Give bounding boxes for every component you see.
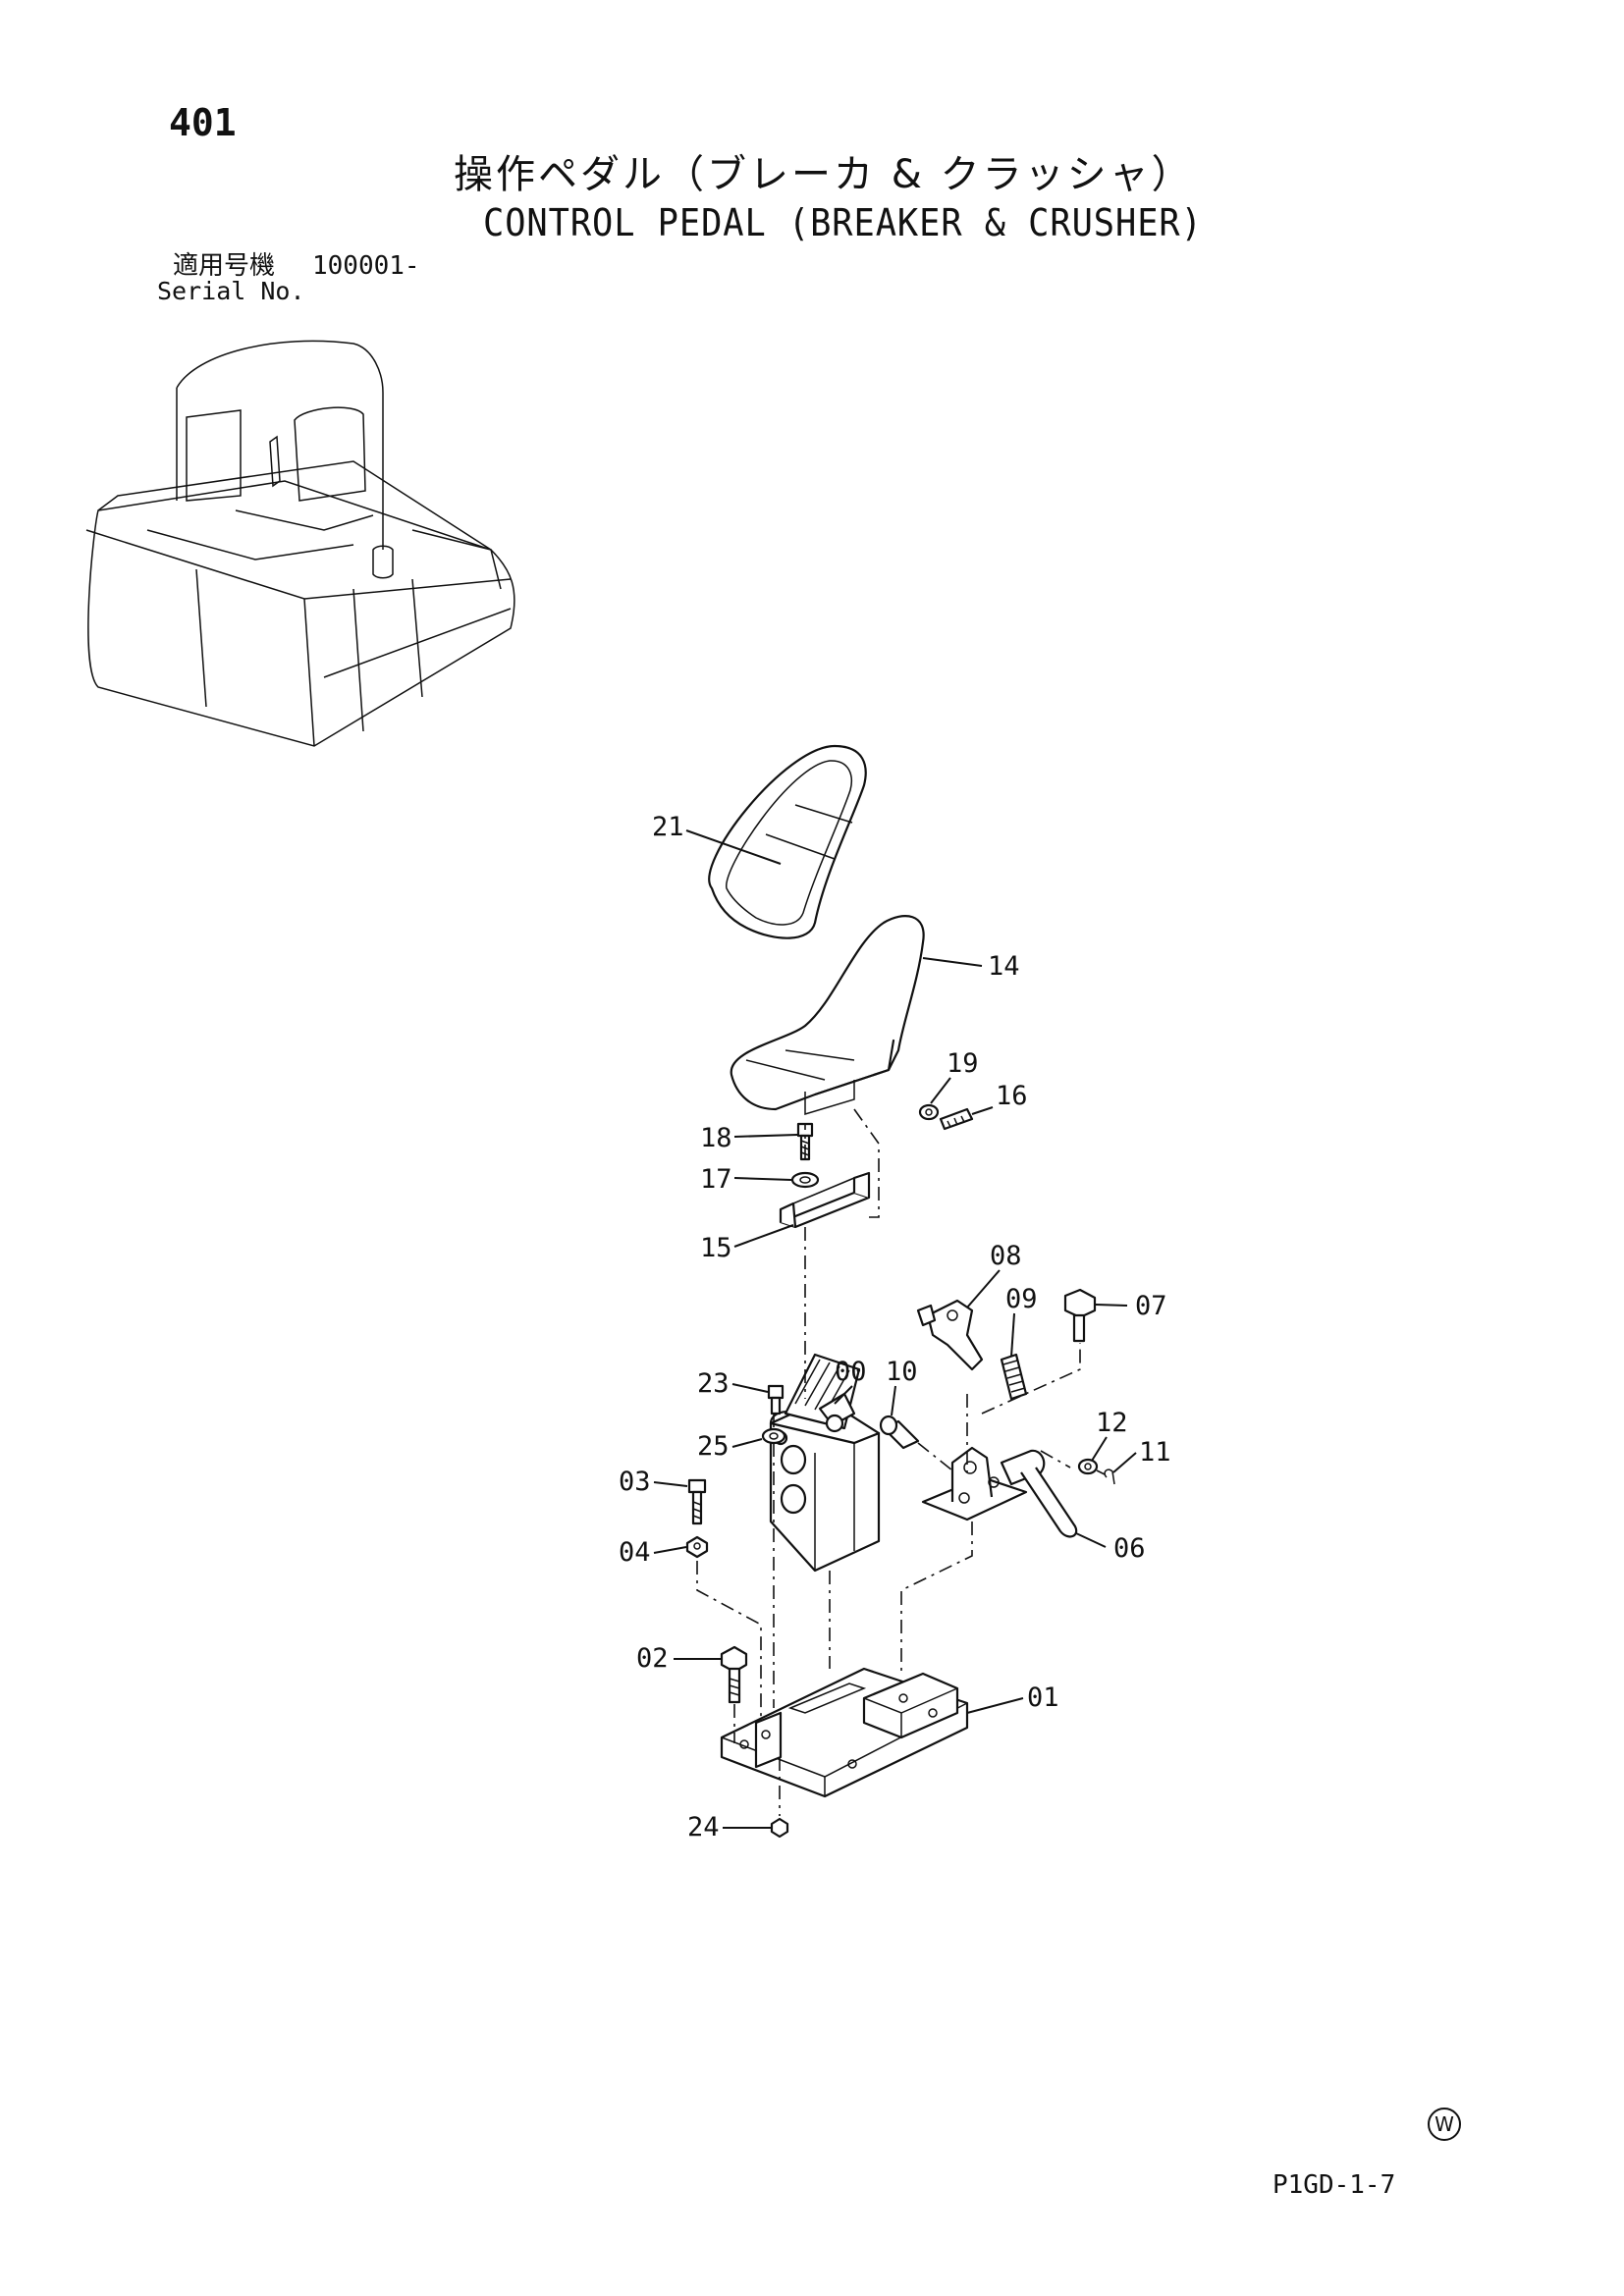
callout-label: 03 <box>619 1467 651 1497</box>
part-00-valve-body <box>769 1353 881 1573</box>
watermark-w-circle: W <box>1428 2108 1461 2141</box>
callout-label: 25 <box>697 1431 730 1462</box>
callout-label: 16 <box>996 1081 1028 1111</box>
callout-label: 07 <box>1135 1291 1167 1321</box>
callout-label: 09 <box>1005 1284 1038 1314</box>
part-25-washer <box>761 1427 786 1445</box>
title-english: CONTROL PEDAL (BREAKER & CRUSHER) <box>483 201 1203 244</box>
part-10-pin <box>879 1415 920 1450</box>
part-04-nut <box>685 1535 709 1559</box>
callout-label: 24 <box>687 1812 720 1842</box>
part-12-washer <box>1077 1458 1099 1475</box>
part-14-pedal <box>730 915 925 1116</box>
machine-overview-illustration <box>85 340 515 747</box>
part-16-screw <box>939 1107 974 1131</box>
part-01-base-plate <box>720 1667 969 1798</box>
callout-label: 04 <box>619 1537 651 1568</box>
part-21-pedal-cover <box>708 744 867 939</box>
callout-label: 10 <box>886 1357 918 1387</box>
callout-label: 12 <box>1096 1408 1128 1438</box>
part-19-washer <box>918 1103 940 1121</box>
serial-label-japanese: 適用号機 <box>173 251 276 281</box>
part-17-washer <box>790 1171 820 1189</box>
callout-label: 21 <box>652 812 684 842</box>
callout-label: 08 <box>990 1241 1022 1271</box>
callout-label: 11 <box>1139 1437 1171 1468</box>
callout-label: 01 <box>1027 1682 1059 1713</box>
serial-label-english: Serial No. <box>157 277 305 305</box>
part-23-bolt <box>767 1384 785 1415</box>
callout-label: 06 <box>1113 1533 1146 1564</box>
serial-number-value: 100001- <box>312 251 420 281</box>
part-07-bolt <box>1063 1288 1097 1343</box>
page-number: 401 <box>169 101 237 144</box>
part-24-nut <box>770 1817 789 1839</box>
part-06-lever-bracket <box>921 1446 1078 1538</box>
part-11-snap-pin <box>1104 1468 1115 1485</box>
part-08-lock-lever <box>916 1299 984 1371</box>
assembly-lines <box>696 1108 1106 1816</box>
leader-lines <box>653 829 1137 1829</box>
part-09-spring <box>1000 1353 1028 1401</box>
callout-label: 17 <box>700 1164 732 1195</box>
callout-label: 23 <box>697 1368 730 1399</box>
part-02-bolt <box>720 1645 748 1704</box>
callout-label: 14 <box>988 951 1020 982</box>
callout-label: 02 <box>636 1643 669 1674</box>
callout-label: 00 <box>835 1357 867 1387</box>
callout-labels: 21 14 19 16 18 17 15 08 09 07 23 00 10 2… <box>619 812 1171 1842</box>
callout-label: 18 <box>700 1123 732 1153</box>
callout-label: 15 <box>700 1233 732 1263</box>
title-japanese: 操作ペダル（ブレーカ & クラッシャ） <box>454 152 1194 197</box>
callout-label: 19 <box>947 1048 979 1079</box>
part-03-bolt <box>687 1478 707 1525</box>
page-code: P1GD-1-7 <box>1272 2170 1396 2200</box>
